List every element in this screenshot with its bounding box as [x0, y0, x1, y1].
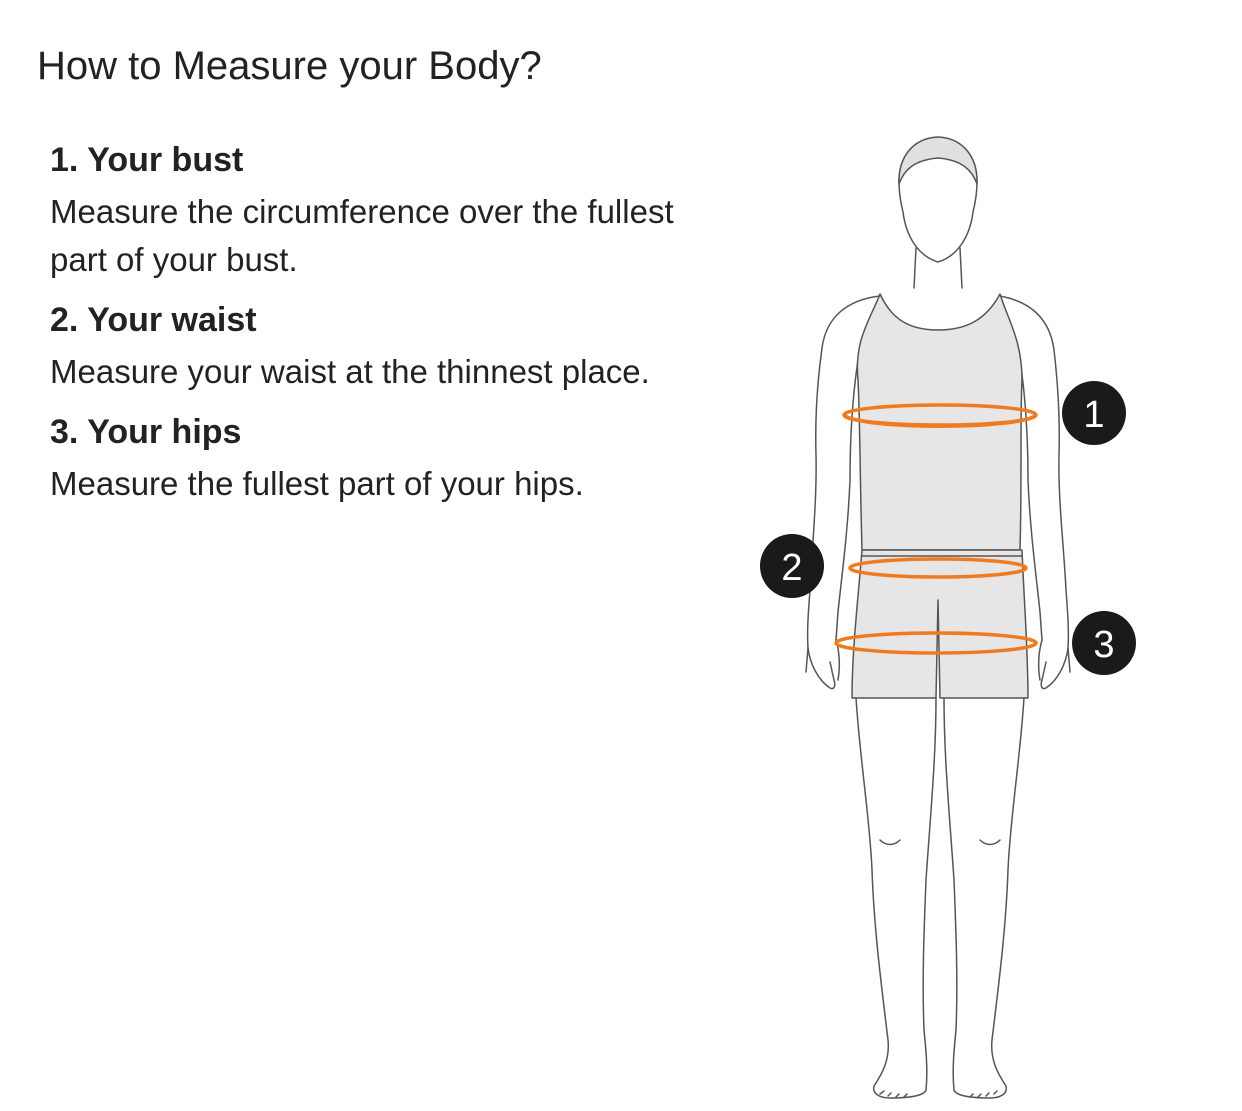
step-description: Measure the fullest part of your hips.	[50, 465, 584, 502]
step-bust: 1. Your bust Measure the circumference o…	[50, 138, 690, 284]
hair-outline	[898, 136, 978, 185]
shorts	[851, 549, 1029, 699]
page-title: How to Measure your Body?	[37, 44, 542, 88]
waist-measure-line	[848, 557, 1028, 579]
step-description: Measure the circumference over the fulle…	[50, 193, 674, 278]
step-heading: 2. Your waist	[50, 301, 257, 339]
step-waist: 2. Your waist Measure your waist at the …	[50, 298, 690, 396]
hips-measure-line	[834, 631, 1038, 655]
marker-number: 2	[781, 547, 802, 589]
left-leg	[855, 697, 937, 1099]
marker-3: 3	[1072, 611, 1136, 675]
left-hand	[807, 639, 841, 690]
step-description: Measure your waist at the thinnest place…	[50, 353, 650, 390]
right-hand	[1037, 639, 1069, 690]
step-heading: 1. Your bust	[50, 141, 244, 179]
marker-number: 3	[1093, 624, 1114, 666]
step-hips: 3. Your hips Measure the fullest part of…	[50, 410, 690, 508]
marker-number: 1	[1083, 394, 1104, 436]
tank-top	[856, 293, 1023, 551]
left-arm-outline	[805, 295, 881, 673]
body-figure: 1 2 3	[740, 120, 1180, 1111]
body-illustration: 1 2 3	[760, 136, 1136, 1099]
instructions-list: 1. Your bust Measure the circumference o…	[50, 138, 690, 522]
right-arm-outline	[999, 295, 1071, 673]
marker-1: 1	[1062, 381, 1126, 445]
step-heading: 3. Your hips	[50, 413, 242, 451]
marker-2: 2	[760, 534, 824, 598]
right-leg	[943, 697, 1025, 1099]
